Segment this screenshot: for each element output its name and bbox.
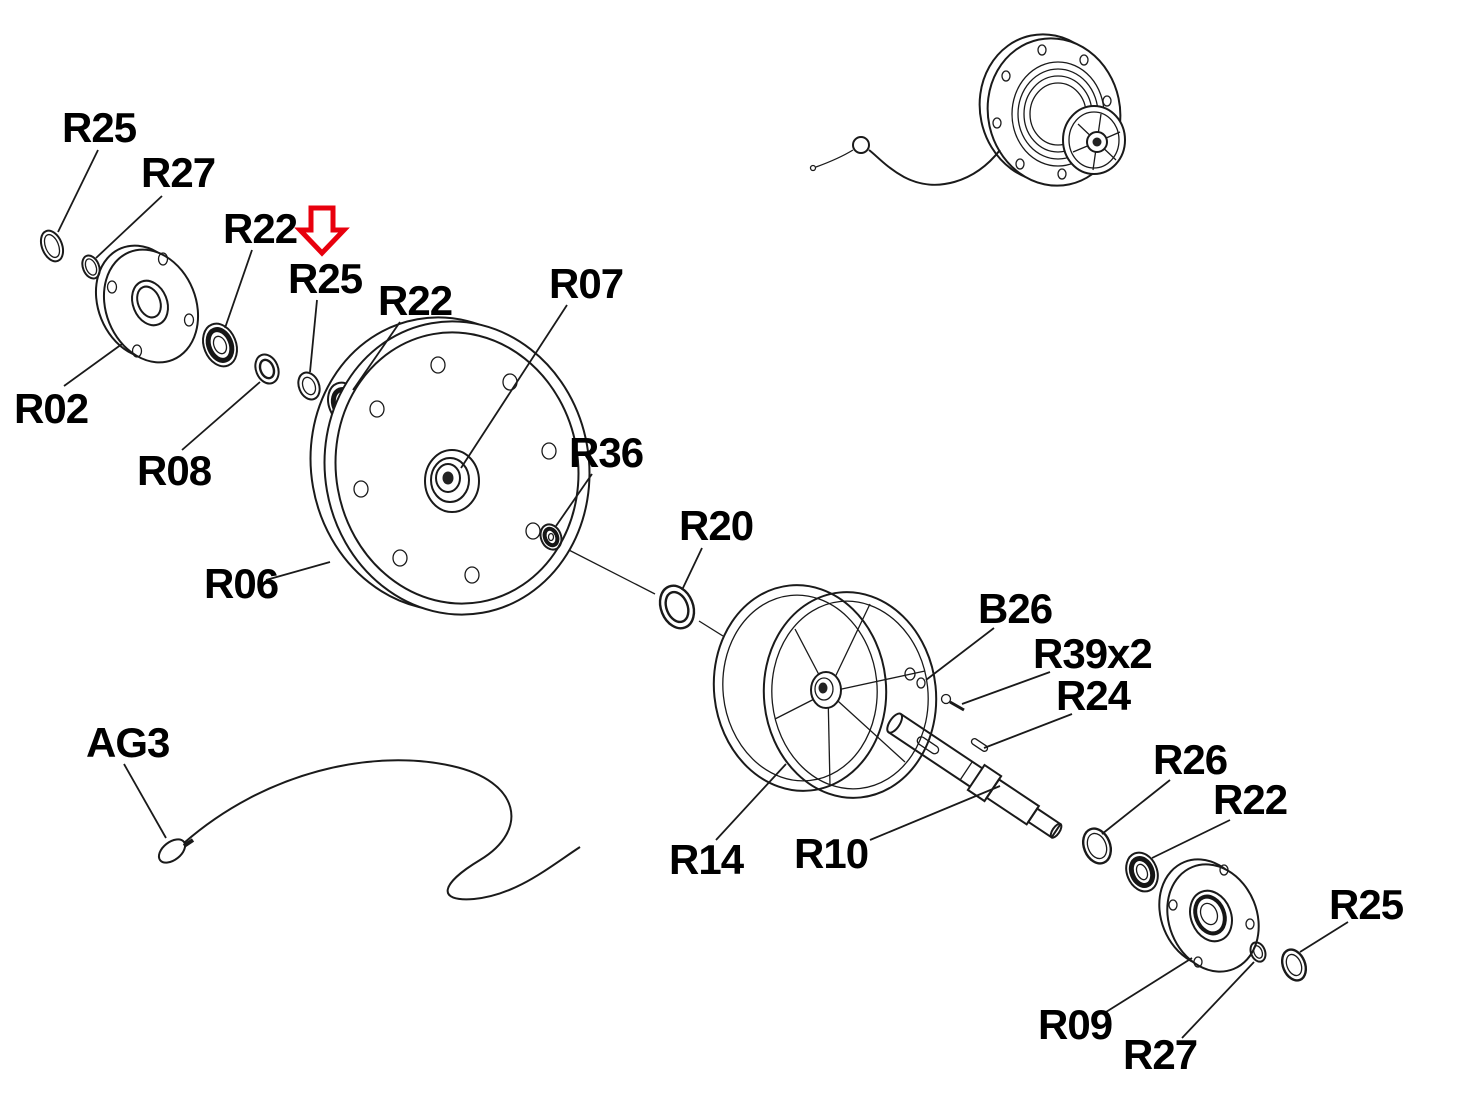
nut-r36 [539,523,563,551]
flange-r02 [94,244,200,364]
leader-lines [57,149,1349,1039]
screw-r39 [940,693,965,712]
part-label-r39x2: R39x2 [1033,630,1152,677]
part-label-r25-highlight: R25 [288,255,363,302]
part-label-r08: R08 [137,447,212,494]
part-label-r09: R09 [1038,1001,1112,1048]
spacer-r08 [254,353,280,385]
part-label-r10: R10 [794,830,868,877]
disc-r06 [309,316,591,616]
ring-r26 [1081,827,1113,865]
ring-r20 [658,584,696,630]
hub-r07 [424,449,480,513]
highlight-arrow-icon [294,205,350,257]
wheel-r14 [712,584,938,799]
flange-r09 [1158,858,1260,973]
part-label-r25-right: R25 [1329,881,1404,928]
part-label-ag3: AG3 [86,719,169,766]
hardware-b26 [904,667,926,689]
part-label-r22-center: R22 [378,277,452,324]
part-label-r20: R20 [679,502,753,549]
part-label-r27-right: R27 [1123,1031,1197,1078]
part-label-r26: R26 [1153,736,1227,783]
ring-r27-right [1249,941,1267,963]
part-label-r22-left: R22 [223,205,297,252]
ring-r25-right [1280,948,1308,982]
ring-r25-left [39,229,65,263]
ring-r27-left [81,254,101,280]
highlight-arrow-shape [294,205,350,257]
cable-ag3 [157,759,581,901]
bearing-r22-left [202,322,238,368]
washer-r25-center [297,371,321,401]
assembled-hub-reference [809,33,1126,187]
part-label-r36: R36 [569,429,643,476]
part-label-r06: R06 [204,560,278,607]
part-label-r02: R02 [14,385,88,432]
part-label-b26: B26 [978,585,1052,632]
part-label-r25-left: R25 [62,104,137,151]
bearing-r22-right [1125,851,1159,893]
part-labels: R25 R27 R22 R25 R22 R07 R02 R08 R36 R06 … [14,104,1405,1078]
part-label-r14: R14 [669,836,745,883]
pin-r24 [970,738,989,752]
part-label-r24: R24 [1056,672,1132,719]
part-label-r07: R07 [549,260,623,307]
part-label-r22-right: R22 [1213,776,1287,823]
shaft-r10 [886,712,1063,839]
part-label-r27-left: R27 [141,149,215,196]
